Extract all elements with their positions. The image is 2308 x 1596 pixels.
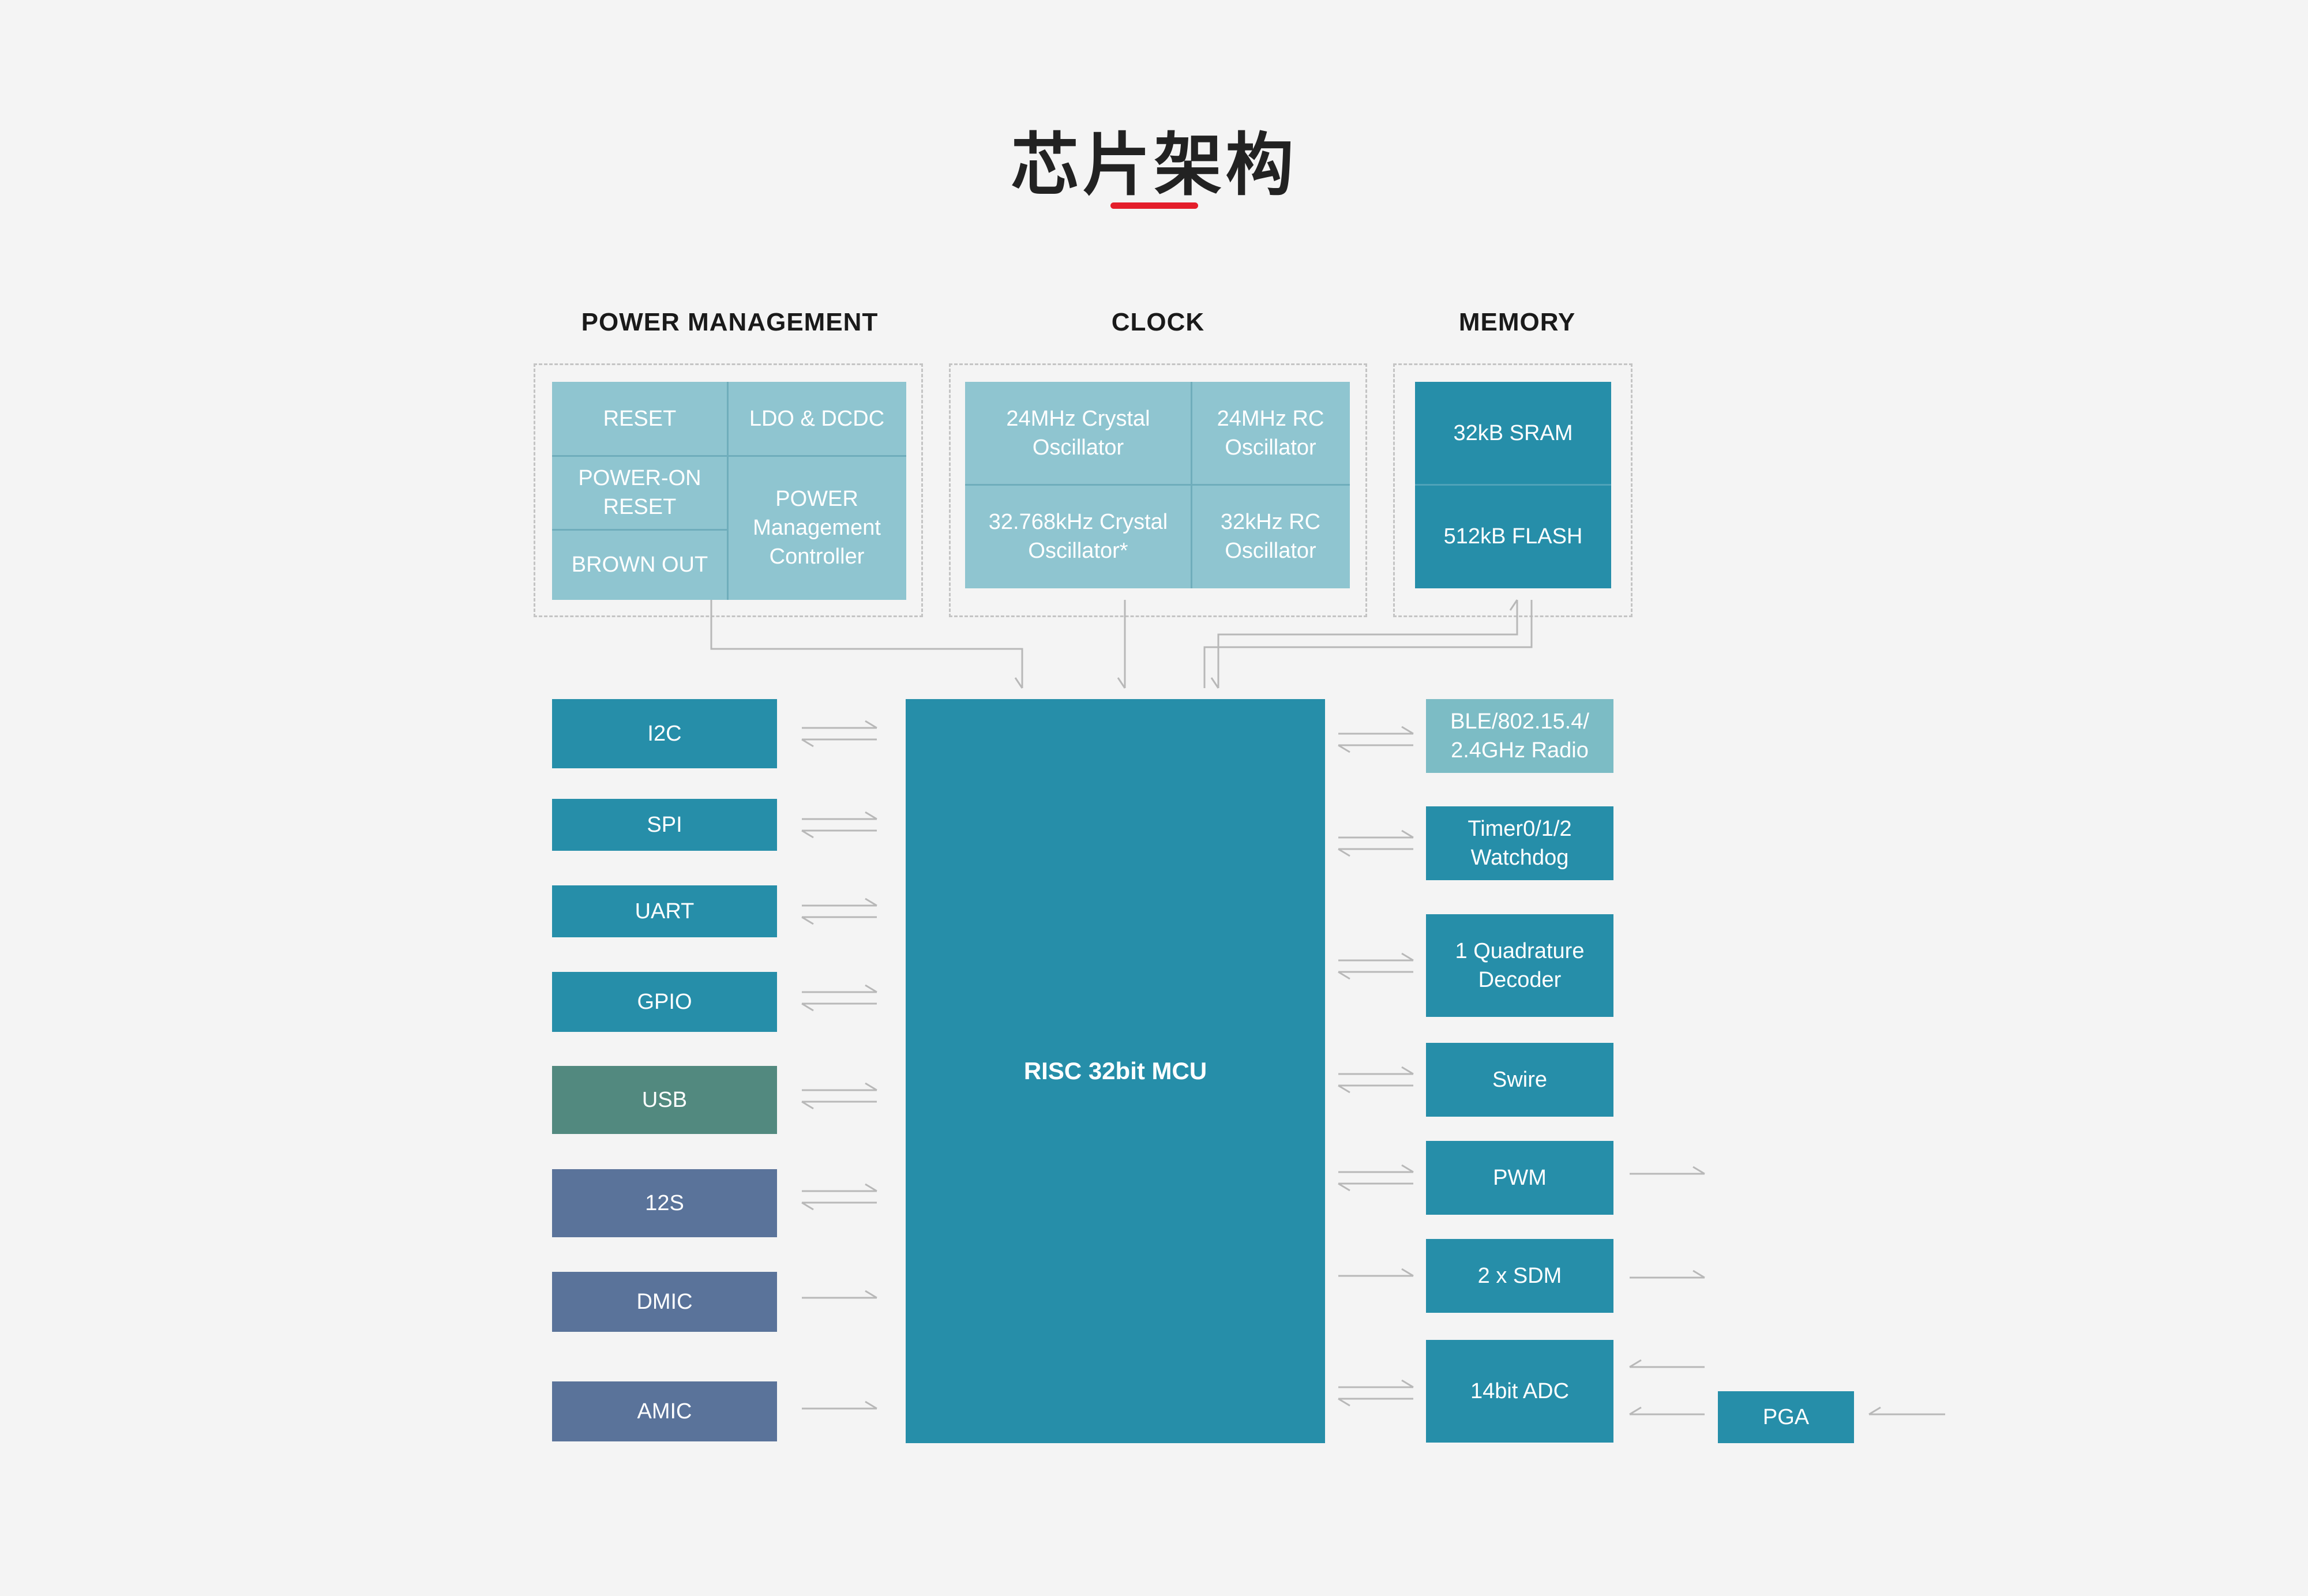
usb-arrow-right (802, 1082, 877, 1091)
spi-arrow-right (802, 811, 877, 820)
power-management-controller-cell: POWER Management Controller (727, 456, 906, 600)
timer-arrow-right (1338, 829, 1414, 839)
gpio-arrow-left (801, 1002, 877, 1012)
clock-to-mcu-arrowhead (1117, 677, 1126, 689)
pwm-out-arrow (1630, 1166, 1705, 1175)
power-to-mcu-arrowhead (1014, 677, 1023, 689)
adc-arrow-right (1338, 1379, 1414, 1388)
mcu-to-memory-arrowhead (1509, 599, 1518, 611)
quadrature-arrow-left (1338, 971, 1413, 980)
gpio-arrow-right (802, 984, 877, 993)
sram-cell: 32kB SRAM (1415, 382, 1611, 485)
timer-arrow-left (1338, 848, 1413, 857)
i2s-block: 12S (552, 1169, 777, 1237)
timer-watchdog-block: Timer0/1/2 Watchdog (1426, 806, 1613, 880)
sdm-block: 2 x SDM (1426, 1239, 1613, 1313)
pwm-block: PWM (1426, 1141, 1613, 1215)
mcu-to-memory-line (1217, 600, 1518, 688)
sdm-out-arrow (1630, 1270, 1705, 1279)
swire-arrow-left (1338, 1084, 1413, 1094)
crystal-32khz-cell: 32.768kHz Crystal Oscillator* (965, 485, 1191, 588)
sdm-arrow (1338, 1268, 1414, 1277)
amic-block: AMIC (552, 1381, 777, 1441)
radio-arrow-left (1338, 744, 1413, 753)
adc-arrow-left (1338, 1398, 1413, 1407)
amic-arrow (802, 1400, 877, 1410)
power-divider-left-1 (552, 455, 727, 457)
ldo-dcdc-cell: LDO & DCDC (727, 382, 906, 456)
uart-arrow-left (801, 916, 877, 925)
brown-out-cell: BROWN OUT (552, 530, 727, 600)
pga-block: PGA (1718, 1391, 1854, 1443)
clock-label: CLOCK (1111, 308, 1205, 336)
pwm-arrow-left (1338, 1182, 1413, 1192)
i2c-arrow-left (801, 738, 877, 748)
pwm-arrow-right (1338, 1164, 1414, 1173)
rc-32khz-cell: 32kHz RC Oscillator (1191, 485, 1350, 588)
i2s-arrow-right (802, 1183, 877, 1192)
swire-arrow-right (1338, 1066, 1414, 1075)
page-title: 芯片架构 (1011, 125, 1297, 205)
memory-to-mcu-line (1203, 600, 1533, 688)
mcu-core: RISC 32bit MCU (906, 699, 1325, 1443)
usb-arrow-left (801, 1101, 877, 1110)
crystal-24mhz-cell: 24MHz Crystal Oscillator (965, 382, 1191, 485)
power-on-reset-cell: POWER-ON RESET (552, 456, 727, 530)
usb-block: USB (552, 1066, 777, 1134)
rc-24mhz-cell: 24MHz RC Oscillator (1191, 382, 1350, 485)
power-divider-left-2 (552, 529, 727, 531)
i2c-block: I2C (552, 699, 777, 768)
memory-label: MEMORY (1458, 308, 1576, 336)
radio-arrow-right (1338, 726, 1414, 735)
adc-in-arrow-1 (1629, 1359, 1705, 1368)
i2s-arrow-left (801, 1201, 877, 1211)
power-divider-right (727, 455, 906, 457)
spi-arrow-left (801, 829, 877, 839)
power-management-label: POWER MANAGEMENT (581, 308, 879, 336)
i2c-arrow-right (802, 720, 877, 729)
uart-block: UART (552, 885, 777, 937)
quadrature-arrow-right (1338, 952, 1414, 962)
pga-in-arrow (1868, 1406, 1945, 1415)
memory-divider (1415, 484, 1611, 486)
adc-block: 14bit ADC (1426, 1340, 1613, 1443)
gpio-block: GPIO (552, 972, 777, 1032)
spi-block: SPI (552, 799, 777, 851)
title-underline (1110, 202, 1198, 209)
power-divider-vertical (727, 382, 729, 600)
power-management-group (534, 363, 923, 617)
memory-group (1393, 363, 1633, 617)
uart-arrow-right (802, 897, 877, 907)
power-to-mcu-line (710, 600, 1023, 688)
clock-divider-horizontal (965, 484, 1350, 486)
pga-to-adc-arrow (1629, 1406, 1705, 1415)
dmic-arrow (802, 1290, 877, 1299)
clock-group (949, 363, 1367, 617)
memory-to-mcu-arrowhead (1210, 677, 1219, 689)
radio-block: BLE/802.15.4/ 2.4GHz Radio (1426, 699, 1613, 773)
reset-cell: RESET (552, 382, 727, 456)
dmic-block: DMIC (552, 1272, 777, 1332)
quadrature-decoder-block: 1 Quadrature Decoder (1426, 914, 1613, 1017)
swire-block: Swire (1426, 1043, 1613, 1117)
flash-cell: 512kB FLASH (1415, 485, 1611, 588)
